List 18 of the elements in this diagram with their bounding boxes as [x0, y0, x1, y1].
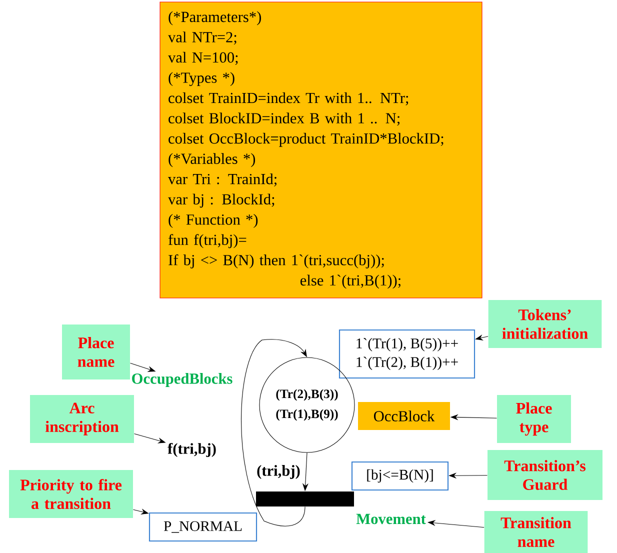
code-box: (*Parameters*) val NTr=2; val N=100; (*Types *) colset TrainID=index Tr with 1.. NTr; colset BlockID=index B with 1 .. N; colset OccBlock=product TrainID*BlockID; (*Variables *) var Tri : TrainId; var bj : BlockId; (* Function *) fun f(tri,bj)= If bj <> B(N) then 1`(tri,succ(bj)); else 1`(tri,B(1)); — [160, 2, 482, 298]
inscription-box: [bj<=B(N)] — [351, 461, 449, 491]
inscription-box: 1`(Tr(1), B(5))++ 1`(Tr(2), B(1))++ — [338, 329, 476, 379]
callout-box: Arc inscription — [30, 395, 134, 443]
name-label: OccupedBlocks — [132, 373, 232, 387]
callout-box: Priority to fire a transition — [9, 470, 133, 518]
type-box: OccBlock — [358, 402, 450, 430]
arrow — [240, 339, 307, 526]
callout-box: Tokens’ initialization — [488, 300, 602, 348]
inscription-box: P_NORMAL — [148, 512, 258, 542]
name-label: Movement — [356, 514, 426, 524]
callout-box: Place name — [62, 324, 130, 380]
transition-bar — [256, 492, 354, 506]
callout-box: Transition name — [484, 511, 588, 553]
callout-box: Transition’s Guard — [488, 450, 602, 500]
callout-box: Place type — [497, 395, 571, 443]
edge-label: (tri,bj) — [255, 464, 302, 480]
arc-inscription: f(tri,bj) — [168, 442, 216, 458]
